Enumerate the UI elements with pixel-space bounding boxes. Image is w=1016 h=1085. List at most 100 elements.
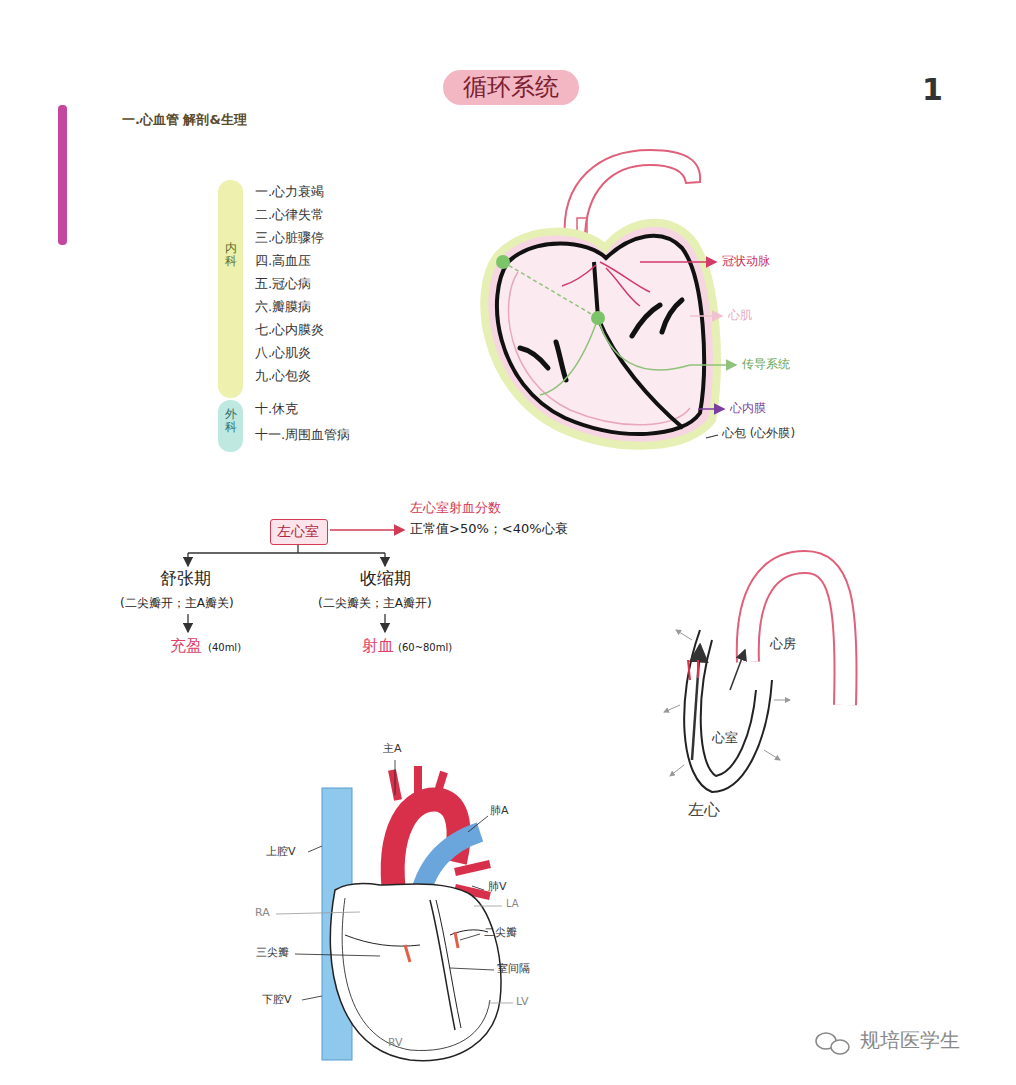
heart-sketch xyxy=(706,435,718,438)
part-label: 三尖瓣 xyxy=(256,946,289,959)
heart-anatomy xyxy=(395,760,396,795)
heart-anatomy xyxy=(308,846,322,852)
heart-anatomy xyxy=(276,760,513,1061)
part-label: 主A xyxy=(383,742,402,755)
list-item: 十.休克 xyxy=(255,401,298,417)
heart-sketch xyxy=(640,261,716,263)
volume-note: (60~80ml) xyxy=(398,642,452,654)
ventricle-sketch xyxy=(664,562,846,792)
heart-sketch xyxy=(598,318,690,370)
tree-lines xyxy=(187,553,188,566)
part-label: 上腔V xyxy=(266,845,296,858)
heart-anatomy xyxy=(436,772,444,798)
heart-anatomy xyxy=(436,900,461,1028)
structure-label: 左心 xyxy=(688,800,720,819)
heart-anatomy xyxy=(450,968,494,970)
ventricle-sketch xyxy=(748,562,846,705)
phase-note: (二尖瓣关；主A瓣开) xyxy=(318,596,432,610)
list-item: 四.高血压 xyxy=(255,253,311,269)
phase-note: (二尖瓣开；主A瓣关) xyxy=(120,596,234,610)
tree-lines xyxy=(330,529,404,531)
metric-value: 正常值>50%；<40%心衰 xyxy=(410,521,568,537)
ventricle-sketch xyxy=(684,630,772,792)
category-band: 外科 xyxy=(218,400,243,452)
structure-label: 心室 xyxy=(712,730,738,746)
heart-anatomy xyxy=(342,898,490,1051)
ventricle-sketch xyxy=(748,562,846,705)
list-item: 十一.周围血管病 xyxy=(255,427,350,443)
ventricle-sketch xyxy=(664,705,680,712)
heart-sketch xyxy=(484,150,736,446)
heart-anatomy xyxy=(330,884,501,1061)
heart-sketch xyxy=(690,364,736,366)
band-label: 外科 xyxy=(225,408,237,434)
section-heading: 一.心血管 解剖&生理 xyxy=(122,112,247,128)
part-label: RA xyxy=(255,906,270,919)
tree-lines xyxy=(188,552,385,553)
structure-label: 心内膜 xyxy=(730,401,766,415)
part-label: 室间隔 xyxy=(497,962,530,975)
heart-anatomy xyxy=(295,954,380,956)
ventricle-sketch xyxy=(774,700,790,701)
watermark-icon xyxy=(816,1033,849,1054)
heart-sketch xyxy=(562,265,596,286)
tree-lines xyxy=(384,553,385,566)
heart-anatomy xyxy=(488,1003,513,1004)
page-number: 1 xyxy=(922,72,943,108)
ventricle-sketch xyxy=(730,650,745,690)
structure-label: 心包 (心外膜) xyxy=(722,426,795,440)
heart-anatomy xyxy=(430,900,455,1030)
heart-sketch xyxy=(600,262,650,292)
list-item: 六.瓣膜病 xyxy=(255,299,311,315)
heart-anatomy xyxy=(455,932,458,948)
heart-sketch xyxy=(690,315,722,317)
ventricle-sketch xyxy=(692,645,700,760)
watermark: 规培医学生 xyxy=(860,1028,960,1052)
heart-sketch xyxy=(540,318,598,395)
heart-anatomy xyxy=(302,996,322,1000)
heart-sketch xyxy=(556,342,566,380)
ventricle-sketch xyxy=(697,660,699,678)
heart-sketch xyxy=(606,268,640,306)
watermark-icon xyxy=(831,1040,849,1054)
heart-anatomy xyxy=(405,945,410,962)
heart-sketch xyxy=(509,272,690,425)
list-item: 七.心内膜炎 xyxy=(255,322,324,338)
structure-label: 心肌 xyxy=(728,308,752,322)
structure-label: 心房 xyxy=(770,636,796,652)
list-item: 五.冠心病 xyxy=(255,276,311,292)
result-label: 射血 xyxy=(362,636,394,655)
heart-anatomy xyxy=(414,766,422,795)
heart-sketch xyxy=(496,255,510,269)
list-item: 一.心力衰竭 xyxy=(255,184,324,200)
ventricle-sketch xyxy=(670,765,684,776)
category-band: 内科 xyxy=(218,180,243,398)
heart-sketch xyxy=(698,408,724,410)
heart-anatomy xyxy=(276,912,360,914)
heart-sketch xyxy=(503,262,598,318)
list-item: 八.心肌炎 xyxy=(255,345,311,361)
side-bar xyxy=(58,105,67,245)
structure-label: 传导系统 xyxy=(742,357,790,371)
result-label: 充盈 xyxy=(170,636,202,655)
process-box: 左心室 xyxy=(270,519,328,545)
heart-sketch xyxy=(520,348,548,368)
heart-anatomy xyxy=(345,935,420,946)
list-item: 三.心脏骤停 xyxy=(255,230,324,246)
heart-anatomy xyxy=(460,934,480,940)
title-pill: 循环系统 xyxy=(443,70,579,105)
tree-lines xyxy=(384,614,385,632)
heart-sketch xyxy=(591,311,605,325)
tree-lines xyxy=(187,614,188,632)
ventricle-sketch xyxy=(764,750,780,760)
list-item: 九.心包炎 xyxy=(255,368,311,384)
part-label: RV xyxy=(388,1036,403,1049)
heart-anatomy xyxy=(455,864,490,872)
part-label: LV xyxy=(516,995,528,1008)
metric-name: 左心室射血分数 xyxy=(410,500,501,516)
heart-sketch xyxy=(594,262,683,428)
heart-sketch xyxy=(632,305,660,336)
part-label: 下腔V xyxy=(262,993,292,1006)
